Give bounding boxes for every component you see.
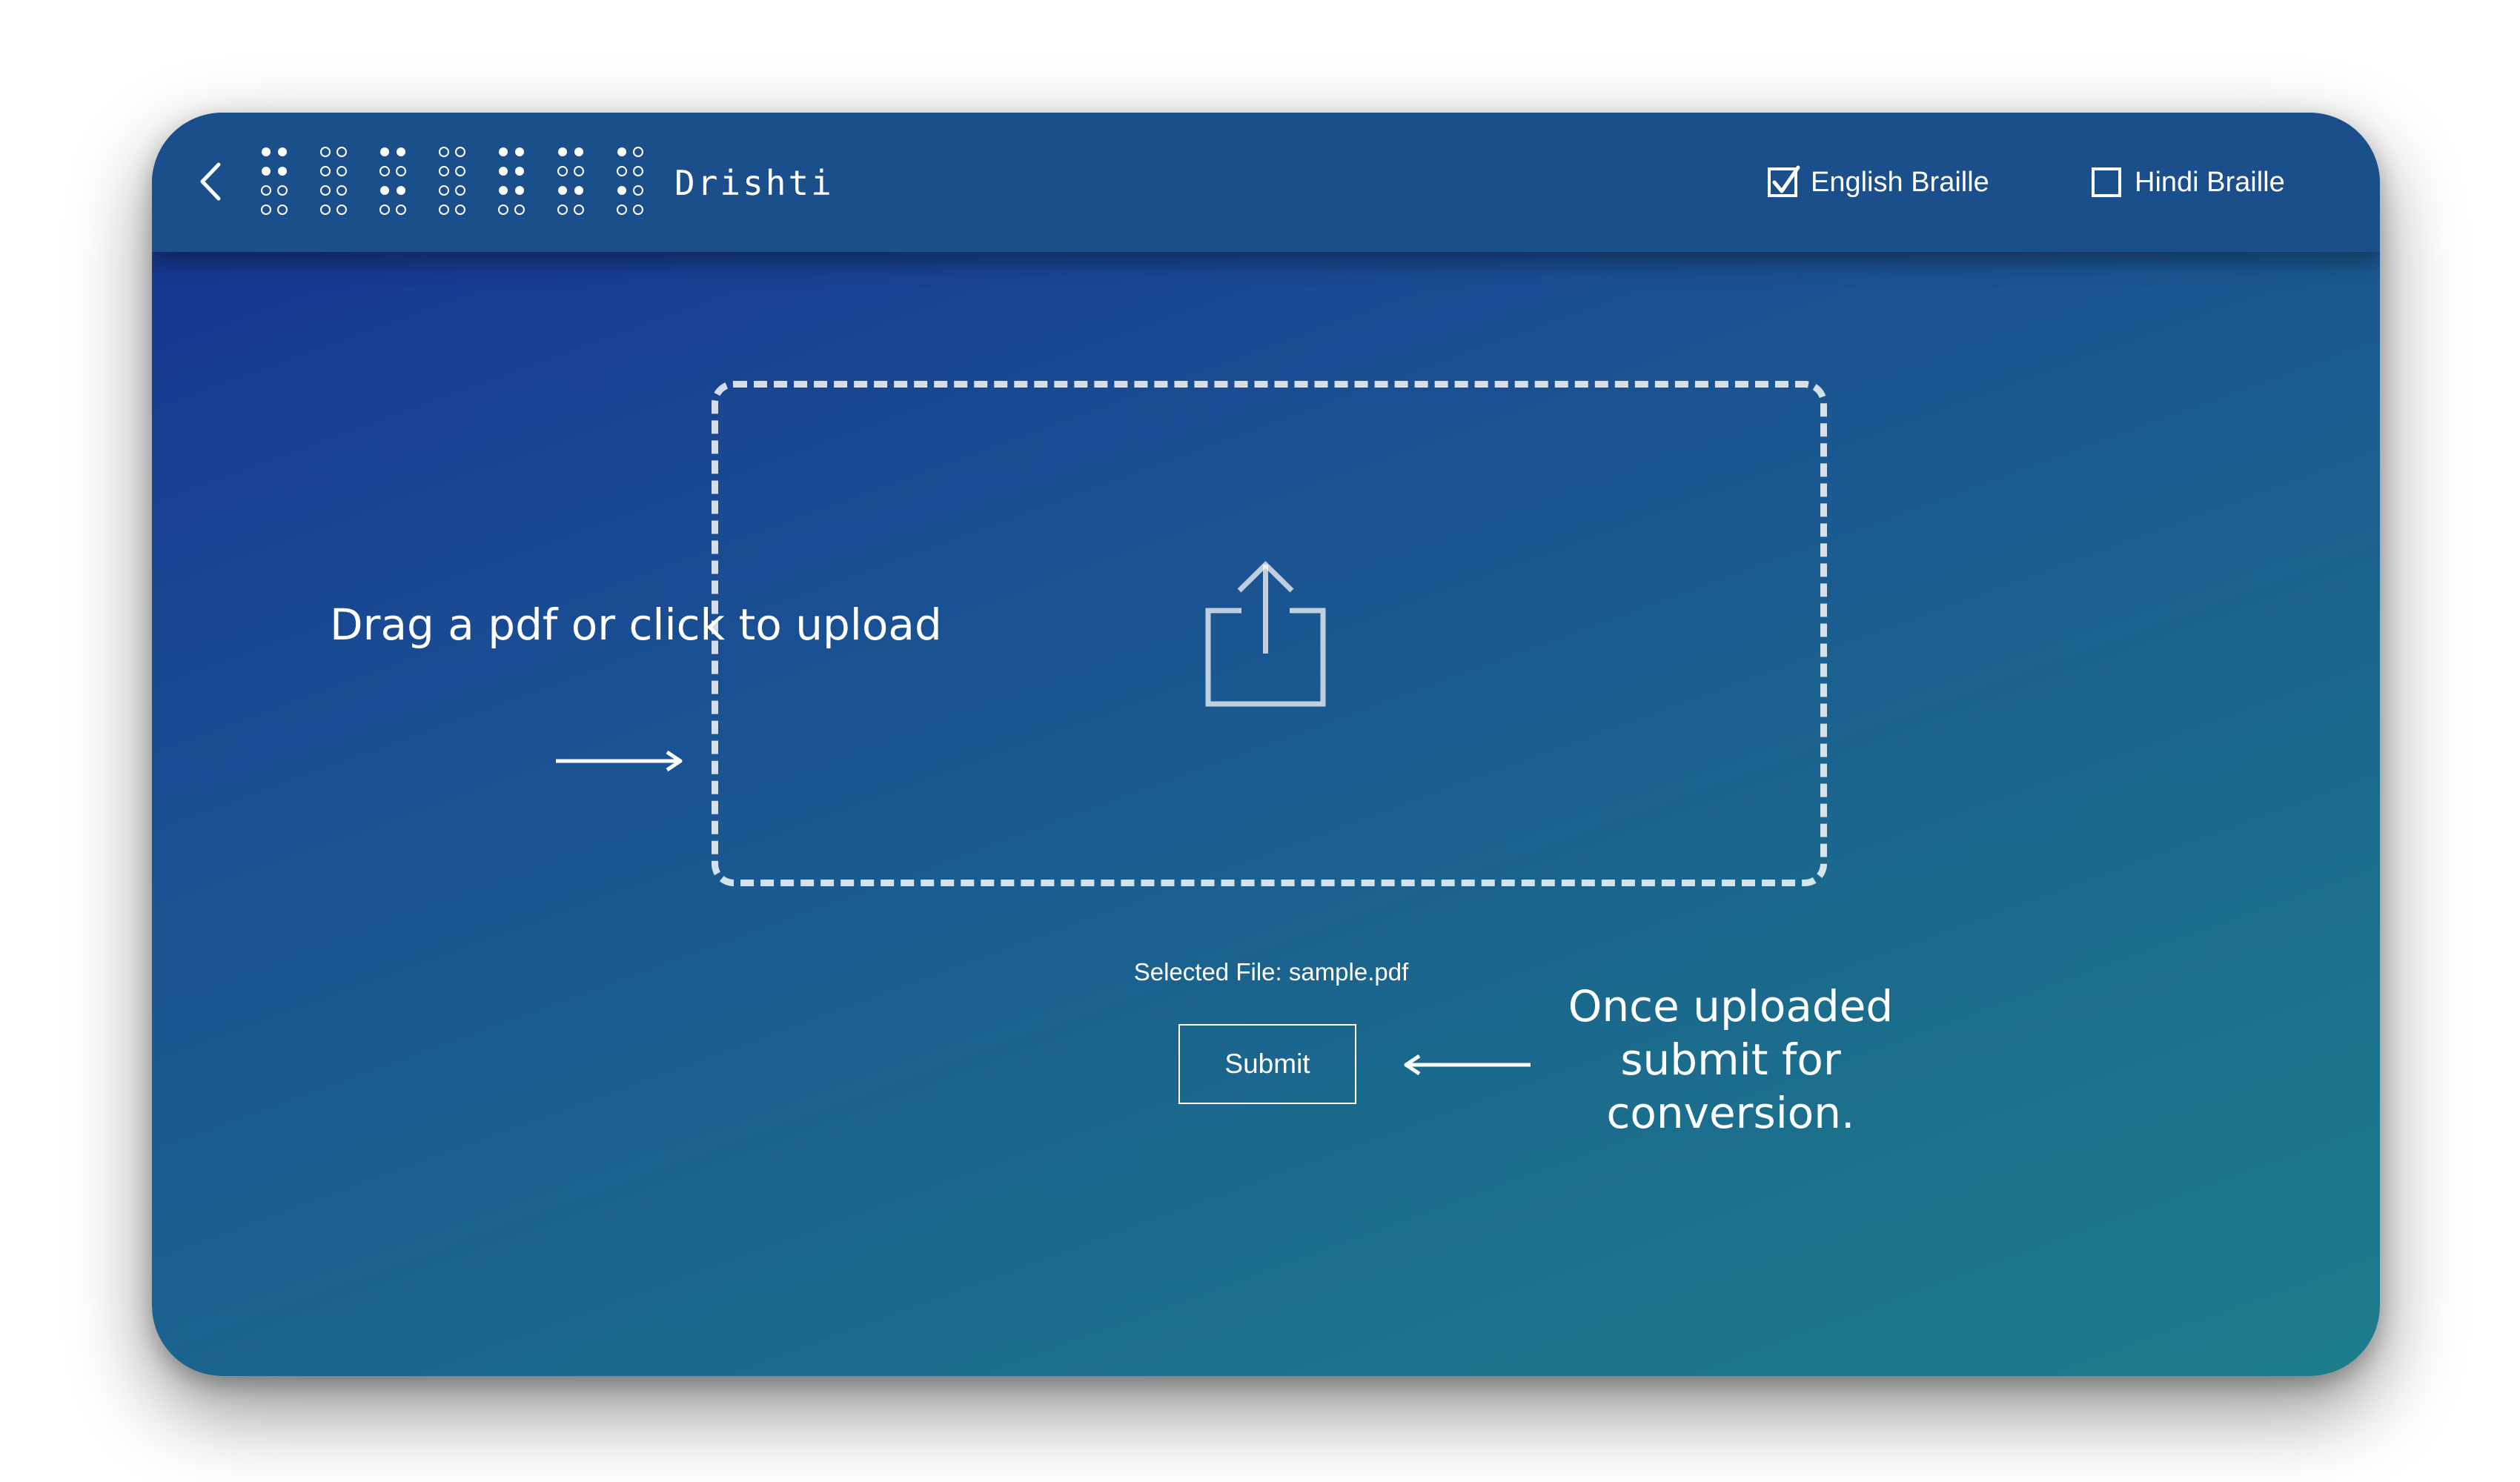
braille-dot [336,166,347,176]
upload-hint: Drag a pdf or click to upload [330,599,942,650]
back-button[interactable] [188,156,239,207]
checkbox-checked-icon[interactable] [1768,165,1800,197]
app-header: Drishti English Braille Hindi Braille [152,113,2380,252]
braille-dot [617,166,627,176]
braille-dot [617,186,626,195]
braille-dot [439,147,449,157]
braille-dot [320,166,331,176]
arrow-left-icon [1397,1050,1531,1080]
braille-dot [396,205,406,215]
braille-dot [397,147,405,156]
braille-dot [515,147,524,156]
english-braille-checkbox[interactable]: English Braille [1768,160,1989,205]
braille-dot [633,147,643,157]
braille-dot [397,186,405,195]
braille-dot [380,147,389,156]
braille-dot [558,186,567,195]
braille-dot [320,147,331,157]
braille-dot [379,166,390,176]
braille-dot [439,185,449,196]
hindi-braille-checkbox[interactable]: Hindi Braille [2092,160,2285,205]
braille-dot [515,167,524,176]
english-braille-label: English Braille [1811,166,1989,198]
braille-dot [336,147,347,157]
braille-dot [262,167,271,176]
braille-dot [633,205,643,215]
braille-dot [396,166,406,176]
app-title: Drishti [674,163,834,203]
braille-dot [380,186,389,195]
braille-dot [261,205,271,215]
braille-dot [574,166,584,176]
braille-dot [558,147,567,156]
submit-hint: Once uploaded submit for conversion. [1568,981,1894,1138]
braille-dot [499,167,508,176]
braille-dot [262,147,271,156]
braille-dot [320,205,331,215]
braille-dot [336,205,347,215]
braille-dot [514,205,525,215]
braille-dot [455,205,465,215]
selected-file-text: Selected File: sample.pdf [1133,958,1409,986]
upload-icon[interactable] [1201,557,1330,709]
braille-dot [320,185,331,196]
braille-dot [455,166,465,176]
braille-dot [633,185,643,196]
braille-dot [278,147,287,156]
braille-dot [336,185,347,196]
braille-dot [499,186,508,195]
braille-dot [439,166,449,176]
chevron-left-icon [200,162,221,201]
hindi-braille-label: Hindi Braille [2135,166,2285,198]
braille-dot [515,186,524,195]
braille-dot [439,205,449,215]
app-window: Drishti English Braille Hindi Braille Dr… [152,113,2380,1376]
braille-dot [499,147,508,156]
braille-dot [633,166,643,176]
braille-dot [617,147,626,156]
braille-dot [617,205,627,215]
braille-dot [455,147,465,157]
pdf-dropzone[interactable] [712,381,1827,886]
braille-dot [574,205,584,215]
braille-dot [574,147,583,156]
checkbox-unchecked-icon[interactable] [2092,167,2121,197]
braille-dot [278,167,287,176]
braille-dot [277,205,288,215]
braille-dot [557,166,568,176]
braille-logo-icon [256,141,804,224]
submit-button[interactable]: Submit [1178,1024,1356,1104]
braille-dot [379,205,390,215]
braille-dot [574,186,583,195]
braille-dot [277,185,288,196]
braille-dot [261,185,271,196]
braille-dot [498,205,508,215]
braille-dot [557,205,568,215]
arrow-right-icon [556,746,689,776]
braille-dot [455,185,465,196]
